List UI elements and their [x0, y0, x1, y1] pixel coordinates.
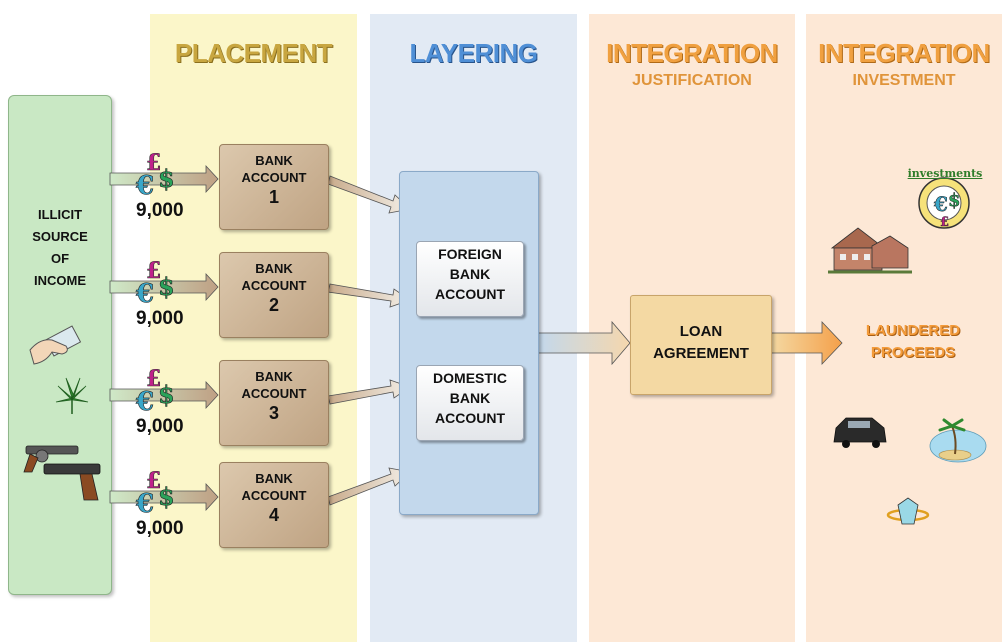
laundered-proceeds-label: LAUNDERED PROCEEDS	[838, 320, 988, 364]
placement-title: PLACEMENT	[174, 38, 333, 68]
bank-label: BANK	[255, 153, 293, 168]
integration-title-2: INTEGRATION	[818, 38, 990, 68]
source-line: ILLICIT	[37, 207, 83, 222]
illicit-source-label: ILLICIT SOURCE OF INCOME	[9, 204, 111, 292]
svg-text:$: $	[948, 190, 961, 211]
arrow-to-bank-3	[109, 380, 219, 410]
svg-text:€: €	[933, 192, 948, 216]
svg-text:£: £	[146, 366, 161, 392]
loan-label: AGREEMENT	[653, 345, 749, 362]
svg-text:$: $	[158, 380, 175, 409]
arrow-to-bank-1	[109, 164, 219, 194]
domestic-bank-account: DOMESTIC BANK ACCOUNT	[416, 365, 524, 441]
account-label: FOREIGN	[438, 246, 502, 262]
bank-number: 4	[268, 505, 279, 525]
revolver-icon	[23, 445, 79, 473]
account-label: BANK	[449, 266, 491, 282]
bank-account-4: BANK ACCOUNT 4	[219, 462, 329, 548]
account-label: ACCOUNT	[435, 410, 505, 426]
source-line: INCOME	[34, 273, 86, 288]
svg-text:£: £	[146, 258, 161, 284]
currency-cluster-1: £ € $	[135, 150, 175, 202]
diamond-ring-icon	[886, 497, 930, 525]
investments-badge-text: investments	[907, 167, 983, 180]
arrow-loan-to-laundered	[770, 321, 843, 365]
arrow-to-bank-2	[109, 272, 219, 302]
bank-label: BANK	[255, 261, 293, 276]
source-line: OF	[50, 251, 70, 266]
source-to-bank-arrows	[109, 164, 219, 512]
svg-text:£: £	[146, 150, 161, 176]
integration-title-1: INTEGRATION	[606, 38, 778, 68]
laundered-line: PROCEEDS	[870, 344, 956, 361]
deposit-amount: 9,000	[136, 518, 184, 539]
laundered-line: LAUNDERED	[865, 322, 961, 339]
arrow-to-bank-4	[109, 482, 219, 512]
bank-number: 2	[268, 295, 279, 315]
source-line: SOURCE	[32, 229, 88, 244]
island-icon	[929, 418, 987, 463]
svg-text:$: $	[158, 164, 175, 193]
svg-text:$: $	[158, 272, 175, 301]
bank-number: 1	[268, 187, 279, 207]
bank-label: BANK	[255, 369, 293, 384]
arrow-from-bank-2	[327, 283, 411, 308]
currency-cluster-3: £ € $	[135, 366, 175, 418]
currency-symbols: £ € $ £ € $ £ € $ £ € $	[135, 150, 175, 520]
bank-account-1: BANK ACCOUNT 1	[219, 144, 329, 230]
svg-text:£: £	[940, 215, 949, 230]
svg-text:$: $	[158, 482, 175, 511]
bank-label: ACCOUNT	[241, 278, 307, 293]
bank-label: BANK	[255, 471, 293, 486]
house-icon	[828, 227, 912, 274]
bank-account-2: BANK ACCOUNT 2	[219, 252, 329, 338]
arrow-from-bank-3	[327, 379, 411, 405]
justification-subtitle: JUSTIFICATION	[632, 72, 752, 89]
bank-to-layering-arrows	[327, 175, 411, 506]
integration-investment-column: INTEGRATION INVESTMENT	[806, 14, 1002, 642]
bank-label: ACCOUNT	[241, 170, 307, 185]
bank-label: ACCOUNT	[241, 488, 307, 503]
arrow-from-bank-4	[327, 467, 411, 506]
bank-number: 3	[268, 403, 279, 423]
layering-box	[399, 171, 539, 515]
deposit-amount: 9,000	[136, 308, 184, 329]
currency-cluster-4: £ € $	[135, 468, 175, 520]
currency-cluster-2: £ € $	[135, 258, 175, 310]
svg-text:€: €	[135, 279, 154, 309]
layering-title: LAYERING	[409, 38, 538, 68]
foreign-bank-account: FOREIGN BANK ACCOUNT	[416, 241, 524, 317]
bank-label: ACCOUNT	[241, 386, 307, 401]
svg-text:£: £	[146, 468, 161, 494]
cash-hand-icon	[29, 325, 82, 365]
loan-agreement-box: LOAN AGREEMENT	[630, 295, 772, 395]
account-label: ACCOUNT	[435, 286, 505, 302]
account-label: BANK	[449, 390, 491, 406]
svg-text:€: €	[135, 171, 154, 201]
investment-subtitle: INVESTMENT	[852, 72, 956, 89]
investment-badge-icon: € $ £	[918, 177, 970, 230]
deposit-amount: 9,000	[136, 200, 184, 221]
cannabis-leaf-icon	[55, 377, 89, 414]
svg-text:€: €	[135, 387, 154, 417]
svg-text:€: €	[135, 489, 154, 519]
bank-account-3: BANK ACCOUNT 3	[219, 360, 329, 446]
pistol-icon	[43, 463, 101, 501]
arrow-layering-to-loan	[537, 320, 631, 366]
loan-label: LOAN	[679, 323, 723, 340]
arrow-from-bank-1	[327, 175, 411, 214]
account-label: DOMESTIC	[433, 370, 507, 386]
car-icon	[833, 417, 887, 448]
deposit-amount: 9,000	[136, 416, 184, 437]
